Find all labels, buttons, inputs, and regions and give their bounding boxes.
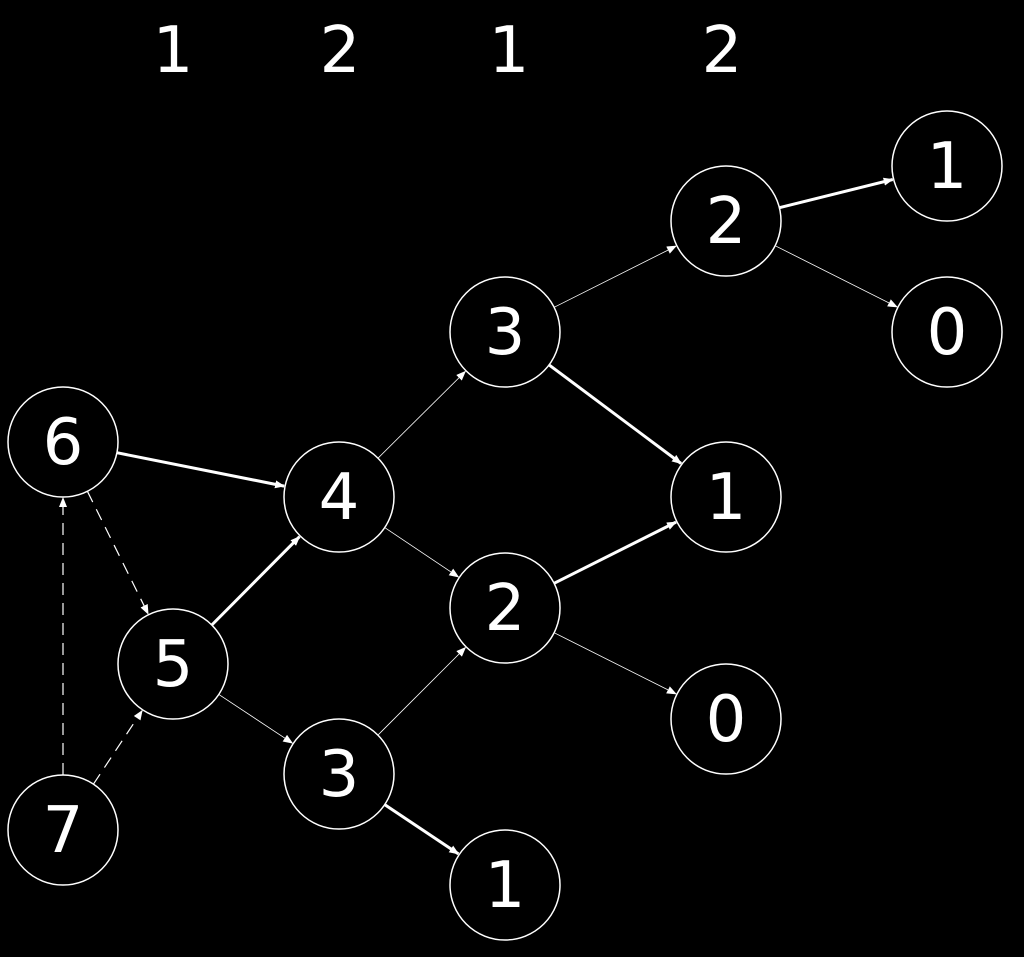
edge-arrow [116,451,286,489]
edge-arrow [86,491,149,615]
header-label: 2 [320,14,361,88]
node-circle [891,110,1003,222]
node-label: 5 [153,628,194,702]
node-label: 6 [43,406,84,480]
node-circle [449,829,561,941]
node-label: 2 [706,185,747,259]
edge-arrow [377,646,467,736]
edge-arrow [553,632,677,695]
node-circle [670,165,782,277]
header-label: 1 [153,14,194,88]
node-circle [449,552,561,664]
edge-arrow [774,245,898,308]
node-5: 5 [117,608,229,720]
node-circle [7,774,119,886]
edge-arrow [383,803,460,856]
node-circle [449,276,561,388]
node-label: 3 [485,296,526,370]
edge-arrow [548,363,682,465]
edge-arrow [553,245,677,308]
node-7: 7 [7,774,119,886]
node-circle [670,663,782,775]
node-2-lower: 2 [449,552,561,664]
node-0-upper: 0 [891,276,1003,388]
node-1-top: 1 [891,110,1003,222]
node-1-bottom: 1 [449,829,561,941]
node-label: 2 [485,572,526,646]
node-6: 6 [7,386,119,498]
node-circle [283,441,395,553]
edge-arrow [210,535,301,627]
edge-arrow [377,370,467,459]
edge-arrow [553,520,677,585]
edge-arrow [384,527,460,578]
node-circle [283,718,395,830]
node-label: 3 [319,738,360,812]
nodes-layer: 6 7 5 4 3 3 2 2 [7,110,1003,941]
node-label: 0 [927,296,968,370]
node-circle [7,386,119,498]
edge-arrow [218,694,294,744]
node-label: 7 [43,794,84,868]
header-label: 2 [702,14,743,88]
header-row: 1 2 1 2 [153,14,743,88]
node-circle [670,441,782,553]
node-3-upper: 3 [449,276,561,388]
edge-arrow [779,177,894,210]
node-0-lower: 0 [670,663,782,775]
node-label: 1 [485,849,526,923]
node-circle [891,276,1003,388]
node-label: 4 [319,461,360,535]
header-label: 1 [489,14,530,88]
node-1-middle: 1 [670,441,782,553]
edge-arrow [92,709,143,785]
edges-layer [59,177,898,856]
node-circle [117,608,229,720]
node-3-lower: 3 [283,718,395,830]
node-label: 1 [927,130,968,204]
node-label: 1 [706,461,747,535]
node-label: 0 [706,683,747,757]
node-4: 4 [283,441,395,553]
node-2-upper: 2 [670,165,782,277]
